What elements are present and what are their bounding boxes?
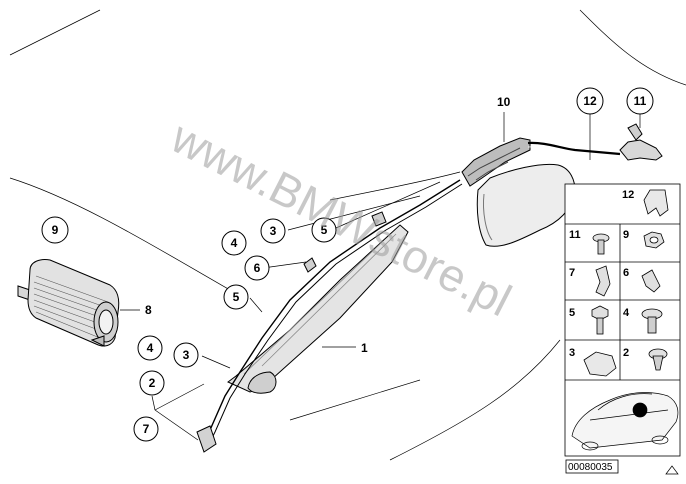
grid-cell-7: 7 (569, 265, 611, 297)
grid-label-12: 12 (622, 189, 634, 201)
grid-label-6: 6 (623, 267, 629, 279)
grid-cell-12: 12 (622, 189, 669, 217)
car-thumbnail (571, 392, 679, 451)
callout-5a-label: 5 (321, 223, 328, 237)
callout-2: 2 (139, 370, 165, 396)
grid-cell-9: 9 (623, 229, 665, 249)
callout-3b-label: 3 (183, 348, 190, 362)
callout-3a-label: 3 (270, 224, 277, 238)
callout-12: 12 (576, 87, 604, 115)
part-number-text: 00080035 (568, 462, 613, 473)
label-10: 10 (497, 95, 511, 109)
label-1: 1 (361, 341, 368, 355)
grid-label-5: 5 (569, 307, 575, 319)
clip-icon (643, 189, 669, 217)
callout-9: 9 (41, 216, 69, 244)
grid-cell-5: 5 (569, 305, 609, 335)
grid-cell-6: 6 (623, 267, 661, 293)
grid-label-9: 9 (623, 229, 629, 241)
bolt-icon (591, 305, 609, 335)
callout-6-label: 6 (254, 261, 261, 275)
callout-12-label: 12 (583, 94, 597, 108)
grid-label-3: 3 (569, 347, 575, 359)
callout-5a: 5 (311, 217, 337, 243)
callout-9-label: 9 (52, 223, 59, 237)
callout-4a-label: 4 (231, 236, 238, 250)
callout-7-label: 7 (143, 422, 150, 436)
callout-3a: 3 (260, 218, 286, 244)
callout-5b: 5 (223, 284, 249, 310)
grid-label-2: 2 (623, 347, 629, 359)
nut-icon (643, 231, 665, 249)
callout-2-label: 2 (149, 376, 156, 390)
leader-lines (120, 112, 641, 441)
callout-4b-label: 4 (147, 341, 154, 355)
grid-cell-11: 11 (569, 229, 610, 255)
triangle-mark-icon (665, 465, 679, 475)
curtain-airbag-strip (196, 179, 463, 453)
callout-5b-label: 5 (233, 290, 240, 304)
grid-cell-3: 3 (569, 347, 617, 377)
body-contour-lines (9, 9, 686, 461)
callout-7: 7 (133, 416, 159, 442)
head-airbag-front-unit (461, 123, 663, 247)
callout-6: 6 (244, 255, 270, 281)
screw-icon (592, 233, 610, 255)
grid-label-7: 7 (569, 267, 575, 279)
grid-label-4: 4 (623, 307, 630, 319)
cable-holder-icon (595, 265, 611, 297)
flat-screw-icon (641, 308, 663, 334)
airbag-module-cylinder (17, 259, 120, 347)
callout-11: 11 (626, 87, 654, 115)
part-number-box: 00080035 (565, 459, 619, 474)
callout-3b: 3 (173, 342, 199, 368)
cable-lug-icon (641, 269, 661, 293)
callout-4b: 4 (137, 335, 163, 361)
callout-11-label: 11 (634, 94, 647, 108)
location-marker-icon (632, 402, 648, 418)
retaining-plate-icon (583, 351, 617, 377)
rivet-icon (648, 348, 668, 371)
grid-label-11: 11 (569, 229, 581, 241)
label-8: 8 (145, 303, 152, 317)
grid-cell-2: 2 (623, 347, 668, 371)
callout-4a: 4 (221, 230, 247, 256)
grid-cell-4: 4 (623, 307, 663, 334)
